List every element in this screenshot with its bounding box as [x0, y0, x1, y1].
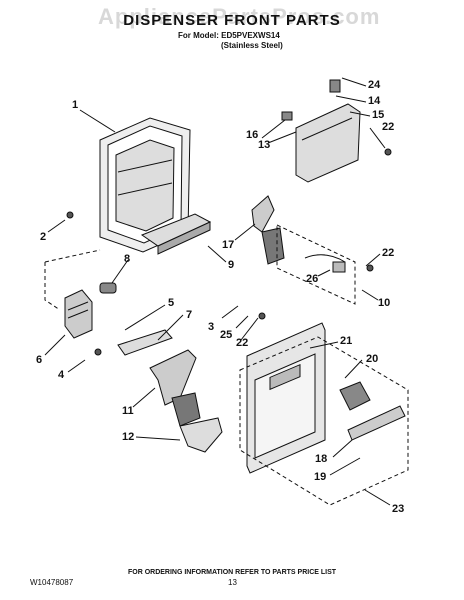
model-line: For Model: ED5PVEXWS14: [178, 31, 280, 40]
callout-14: 14: [368, 95, 381, 107]
callout-21: 21: [340, 335, 352, 347]
part-8-knob: [99, 282, 117, 294]
callout-7: 7: [186, 309, 192, 321]
part-7-bracket: [117, 329, 173, 356]
page-number: 13: [228, 578, 237, 587]
callout-16: 16: [246, 129, 258, 141]
callout-13: 13: [258, 139, 270, 151]
callout-12: 12: [122, 431, 134, 443]
callout-15: 15: [372, 109, 384, 121]
part-12-funnel: [179, 417, 223, 453]
callout-1: 1: [72, 99, 78, 111]
callout-8: 8: [124, 253, 130, 265]
diagram-title: DISPENSER FRONT PARTS: [123, 12, 341, 29]
callout-4: 4: [58, 369, 65, 381]
callout-22b: 22: [382, 247, 394, 259]
callout-6: 6: [36, 354, 42, 366]
finish-line: (Stainless Steel): [221, 41, 283, 50]
callout-labels: 1 2 3 4 5 6 7 8 9 10 11 12 13 14 15 16 1…: [36, 79, 404, 515]
watermark: AppliancePartsPros.com: [98, 4, 381, 29]
document-number: W10478087: [30, 578, 74, 587]
callout-9: 9: [228, 259, 234, 271]
callout-26: 26: [306, 273, 318, 285]
part-21-front-panel: [246, 322, 326, 474]
part-26-switch: [304, 254, 346, 273]
part-1-housing: [99, 117, 191, 253]
callout-2: 2: [40, 231, 46, 243]
callout-11: 11: [122, 405, 134, 417]
callout-5: 5: [168, 297, 174, 309]
part-19-board: [339, 381, 406, 441]
callout-18: 18: [315, 453, 327, 465]
callout-25: 25: [220, 329, 232, 341]
callout-23: 23: [392, 503, 404, 515]
callout-22c: 22: [236, 337, 248, 349]
callout-19: 19: [314, 471, 326, 483]
part-17-paddle: [251, 195, 285, 265]
callout-10: 10: [378, 297, 390, 309]
callout-22a: 22: [382, 121, 394, 133]
part-15-module: [281, 79, 361, 183]
callout-17: 17: [222, 239, 234, 251]
part-11-lever: [149, 349, 201, 427]
callout-20: 20: [366, 353, 378, 365]
part-6-cradle: [64, 289, 93, 339]
callout-24: 24: [368, 79, 381, 91]
part-9-tray: [140, 213, 212, 255]
callout-3: 3: [208, 321, 214, 333]
ordering-note: FOR ORDERING INFORMATION REFER TO PARTS …: [127, 569, 337, 576]
